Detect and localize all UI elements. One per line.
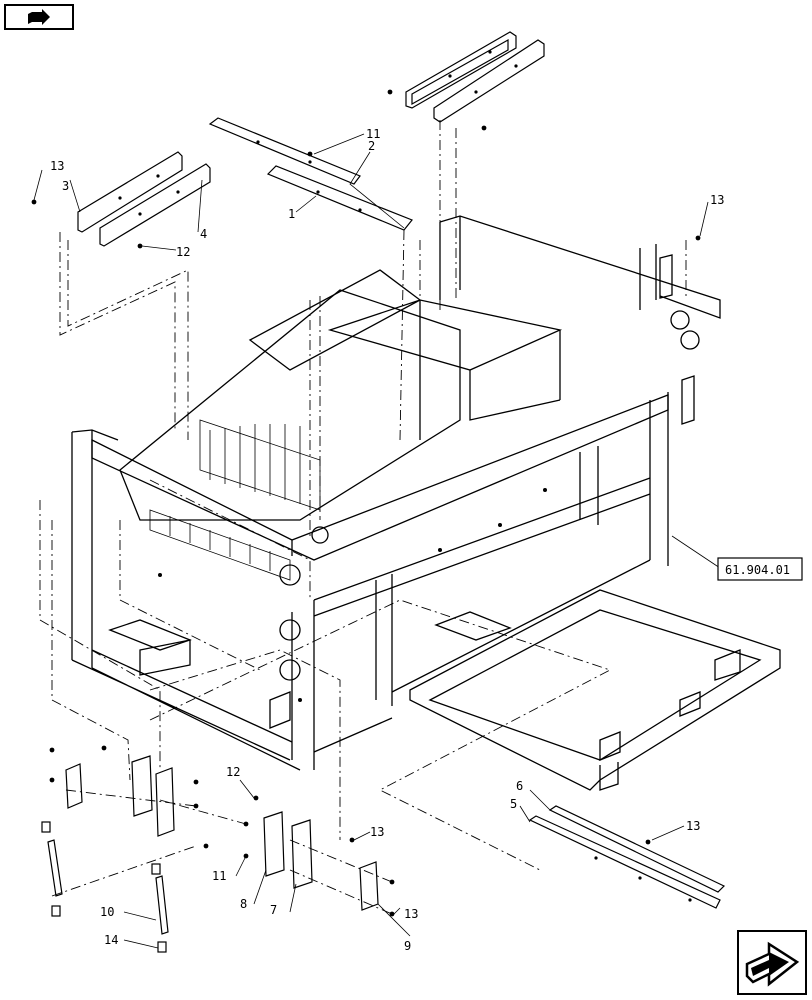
lower-left-parts	[41, 745, 395, 953]
callout-6[interactable]: 6	[516, 779, 523, 793]
callout-13-strip[interactable]: 13	[686, 819, 700, 833]
reference-box[interactable]: 61.904.01	[717, 557, 803, 581]
callout-labels: 1 2 3 4 5 6 7 8 9 10 11 11 12 12 13 13 1…	[50, 127, 724, 953]
top-plates	[31, 31, 701, 249]
callout-11-top[interactable]: 11	[366, 127, 380, 141]
callout-12-bottom[interactable]: 12	[226, 765, 240, 779]
reference-box-label[interactable]: 61.904.01	[725, 563, 790, 577]
callout-13-right[interactable]: 13	[710, 193, 724, 207]
arrow-next-icon	[745, 941, 800, 987]
previous-page-button[interactable]	[4, 4, 74, 30]
callout-10[interactable]: 10	[100, 905, 114, 919]
callout-13-lower[interactable]: 13	[404, 907, 418, 921]
assembly-dash-lines	[39, 120, 687, 915]
callout-14[interactable]: 14	[104, 933, 118, 947]
callout-9[interactable]: 9	[404, 939, 411, 953]
leader-lines	[33, 133, 721, 949]
next-page-button[interactable]	[737, 930, 807, 995]
callout-4[interactable]: 4	[200, 227, 207, 241]
callout-5[interactable]: 5	[510, 797, 517, 811]
callout-1[interactable]: 1	[288, 207, 295, 221]
callout-7[interactable]: 7	[270, 903, 277, 917]
callout-8[interactable]: 8	[240, 897, 247, 911]
callout-12-top[interactable]: 12	[176, 245, 190, 259]
callout-3[interactable]: 3	[62, 179, 69, 193]
main-frame-assembly	[71, 215, 781, 791]
callout-13-mid[interactable]: 13	[370, 825, 384, 839]
lower-right-strips	[528, 805, 726, 909]
callout-2[interactable]: 2	[368, 139, 375, 153]
callout-13-left[interactable]: 13	[50, 159, 64, 173]
arrow-right-icon	[28, 9, 50, 25]
callout-11-bottom[interactable]: 11	[212, 869, 226, 883]
